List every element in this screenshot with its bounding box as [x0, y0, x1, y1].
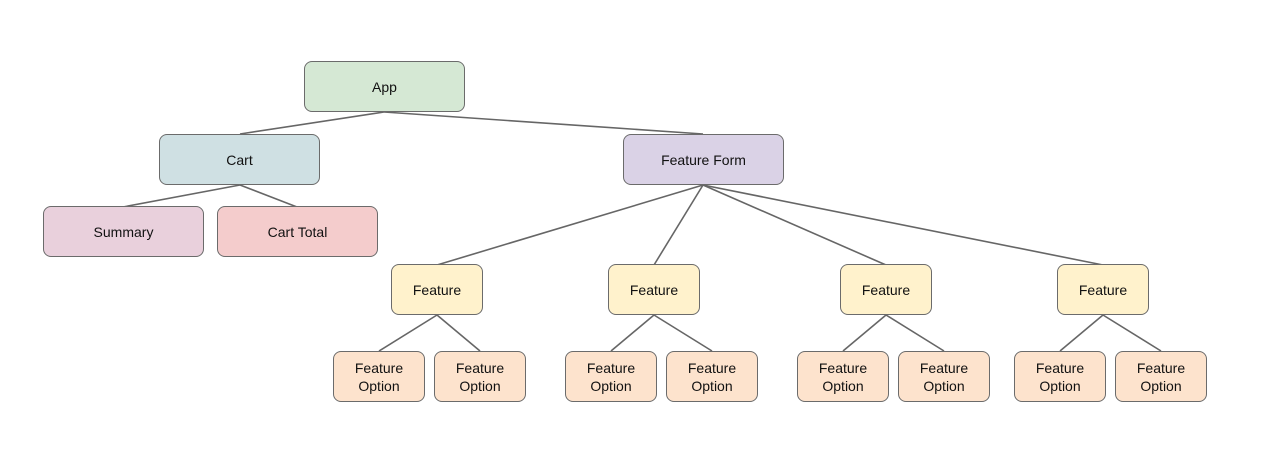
node-feature-1: Feature	[391, 264, 483, 315]
node-feature-3: Feature	[840, 264, 932, 315]
node-feature-label: Feature	[861, 281, 911, 298]
node-feature-label: Feature	[412, 281, 462, 298]
node-feature-option: Feature Option	[666, 351, 758, 402]
edge-feature-4-option-1	[1059, 314, 1104, 352]
node-feature-form: Feature Form	[623, 134, 784, 185]
node-feature-option-label: Feature Option	[687, 359, 737, 394]
edge-cart-cart-total	[239, 184, 298, 208]
edge-feature-3-option-2	[885, 314, 945, 352]
edge-form-feature-2	[653, 184, 704, 266]
node-cart-total: Cart Total	[217, 206, 378, 257]
node-app-label: App	[372, 78, 397, 95]
node-feature-option: Feature Option	[797, 351, 889, 402]
node-feature-form-label: Feature Form	[661, 151, 746, 168]
node-feature-option-label: Feature Option	[1136, 359, 1186, 394]
node-summary-label: Summary	[93, 223, 154, 240]
node-feature-option-label: Feature Option	[586, 359, 636, 394]
node-feature-4: Feature	[1057, 264, 1149, 315]
edge-app-cart	[239, 111, 385, 135]
node-feature-option: Feature Option	[565, 351, 657, 402]
node-app: App	[304, 61, 465, 112]
node-feature-option-label: Feature Option	[1035, 359, 1085, 394]
node-cart-total-label: Cart Total	[267, 223, 328, 240]
node-feature-2: Feature	[608, 264, 700, 315]
node-feature-option: Feature Option	[1014, 351, 1106, 402]
node-cart: Cart	[159, 134, 320, 185]
edge-cart-summary	[122, 184, 241, 208]
edge-feature-1-option-2	[436, 314, 481, 352]
edge-feature-3-option-1	[842, 314, 887, 352]
node-feature-option: Feature Option	[434, 351, 526, 402]
edge-app-feature-form	[383, 111, 704, 135]
node-summary: Summary	[43, 206, 204, 257]
node-feature-option: Feature Option	[333, 351, 425, 402]
node-feature-label: Feature	[1078, 281, 1128, 298]
node-feature-option-label: Feature Option	[354, 359, 404, 394]
edge-feature-4-option-2	[1102, 314, 1162, 352]
edge-form-feature-4	[702, 184, 1104, 266]
node-feature-option-label: Feature Option	[818, 359, 868, 394]
edge-feature-1-option-1	[378, 314, 438, 352]
node-feature-option-label: Feature Option	[919, 359, 969, 394]
edge-form-feature-3	[702, 184, 887, 266]
edge-feature-2-option-2	[653, 314, 713, 352]
node-cart-label: Cart	[226, 151, 253, 168]
node-feature-label: Feature	[629, 281, 679, 298]
node-feature-option: Feature Option	[1115, 351, 1207, 402]
node-feature-option: Feature Option	[898, 351, 990, 402]
edge-feature-2-option-1	[610, 314, 655, 352]
node-feature-option-label: Feature Option	[455, 359, 505, 394]
edge-form-feature-1	[436, 184, 704, 266]
